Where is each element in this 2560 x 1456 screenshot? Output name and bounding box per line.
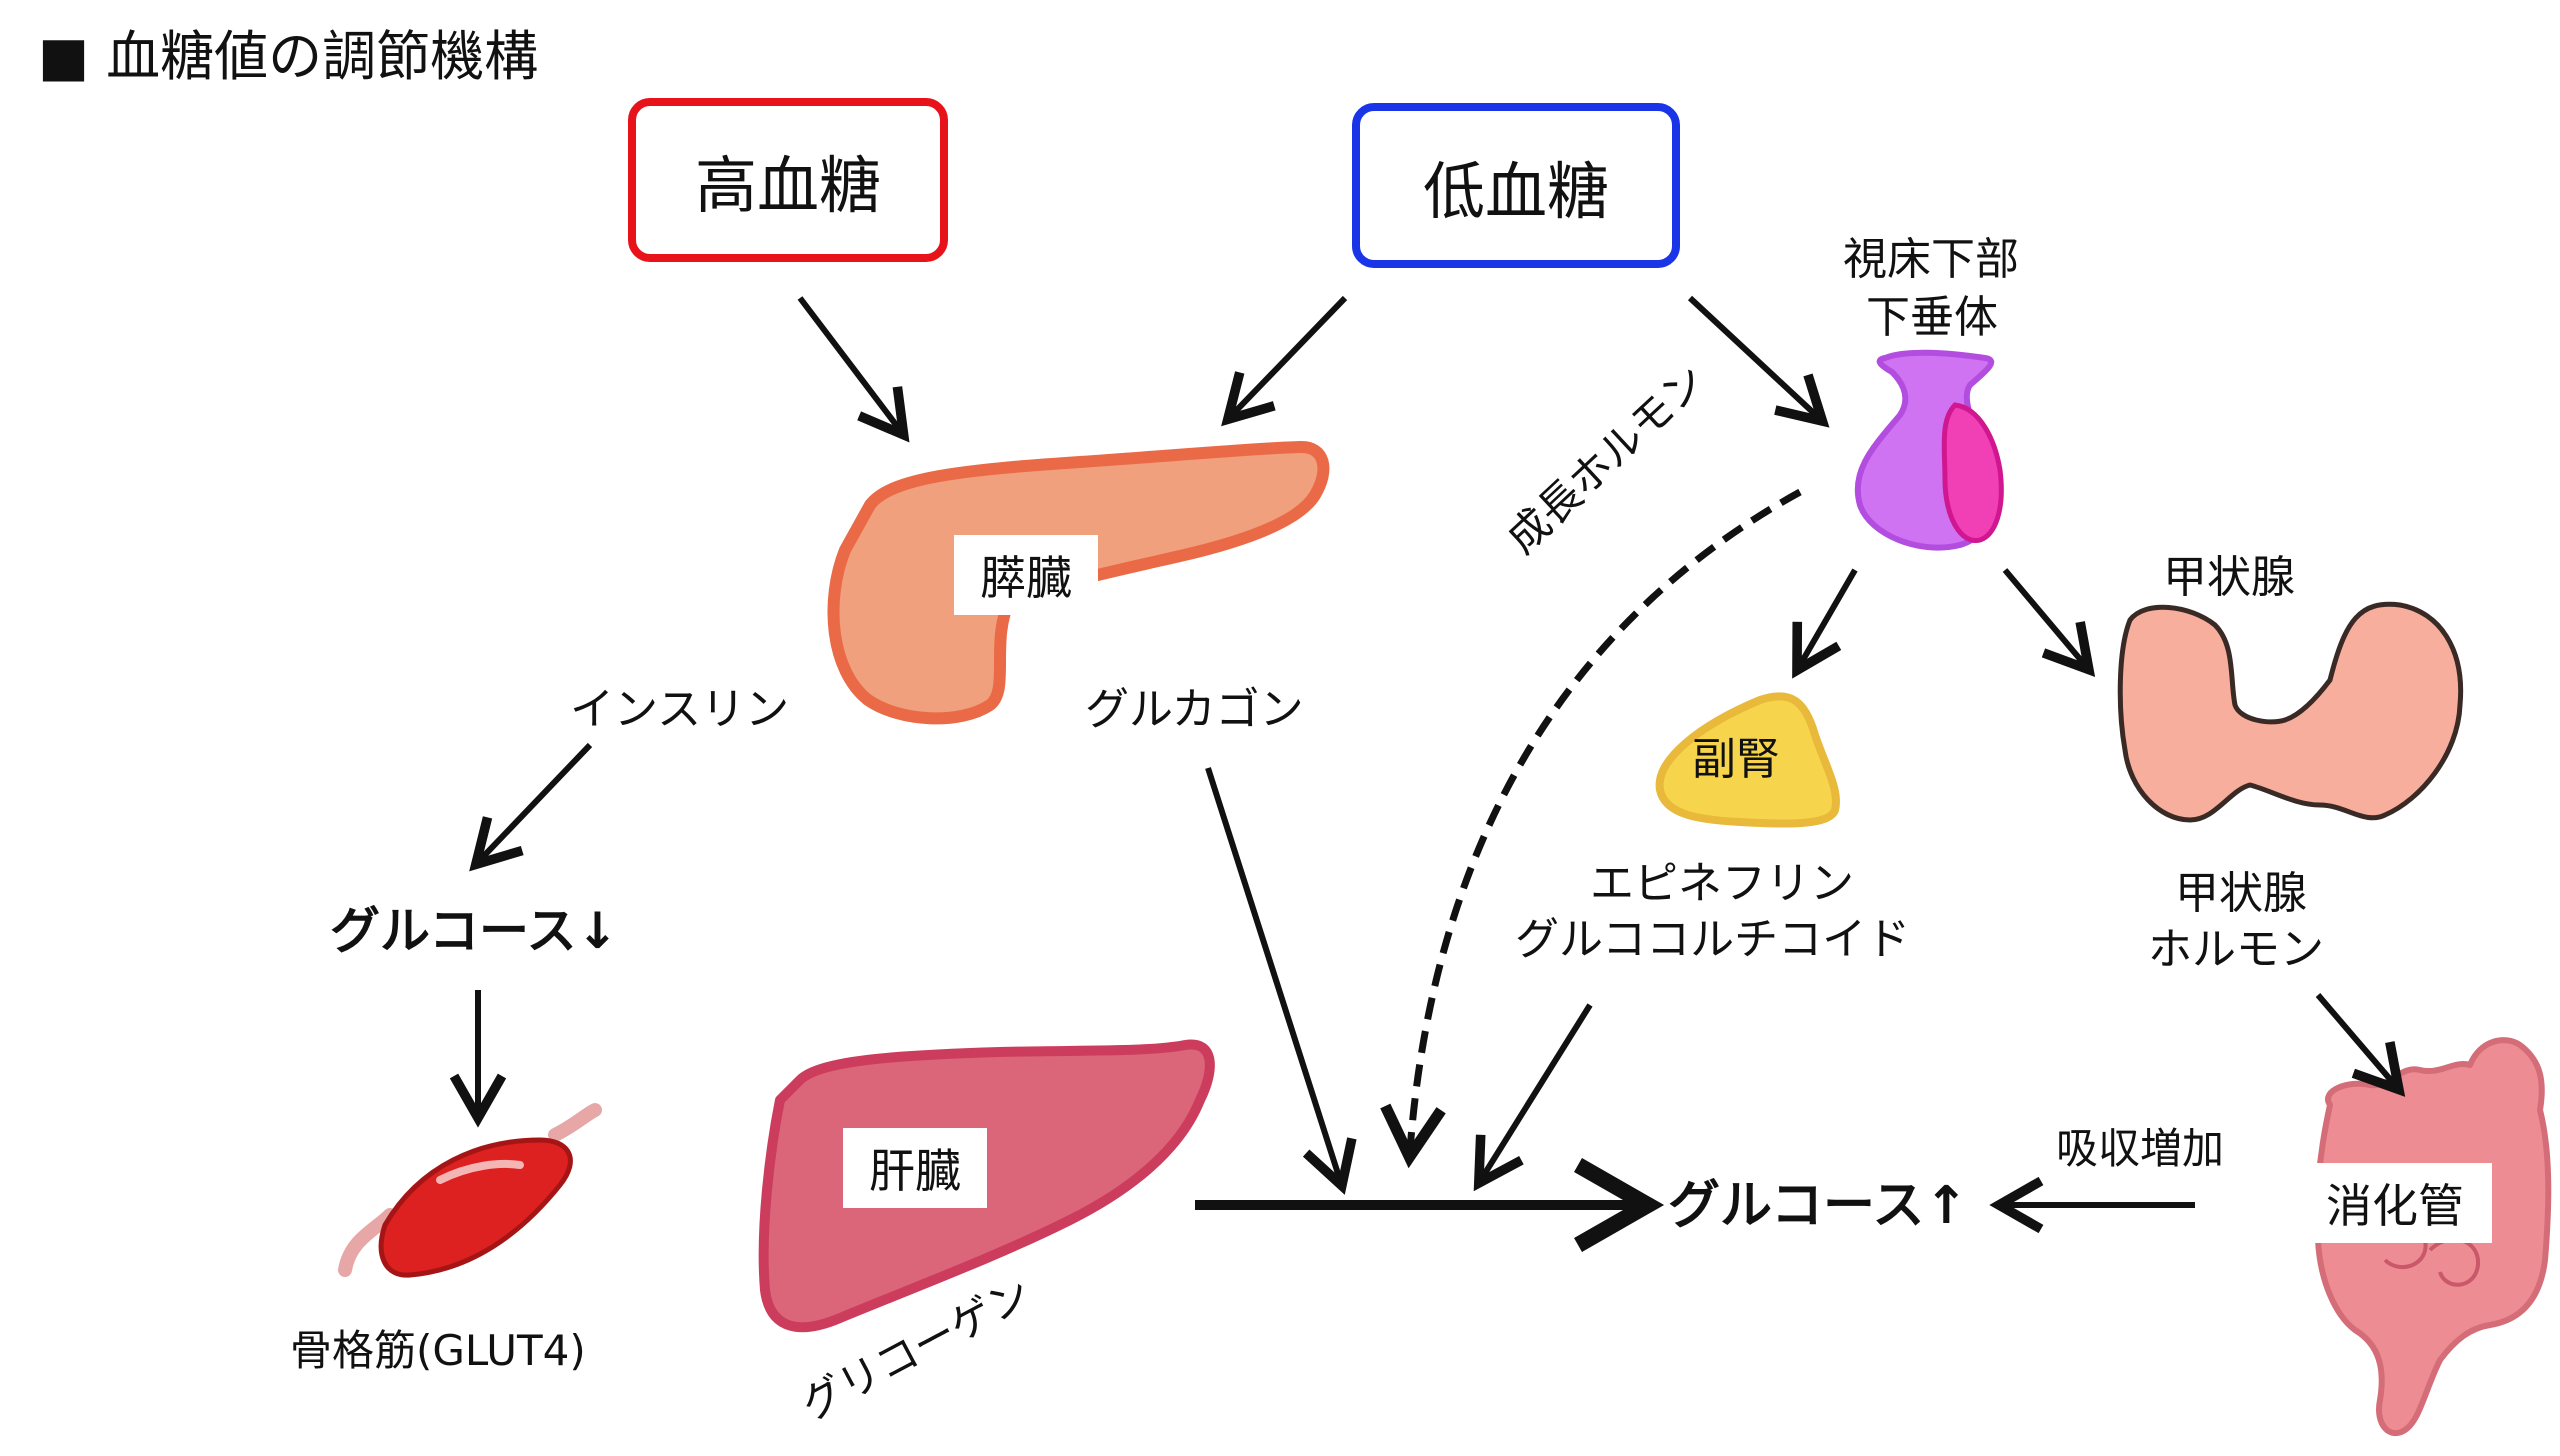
glucose-up-label: グルコース↑ — [1668, 1176, 1968, 1236]
arrow-high-to-pancreas — [797, 296, 910, 443]
pituitary-lobe-shape — [1941, 402, 2004, 543]
liver-label: 肝臓 — [843, 1128, 987, 1208]
arrow-growth-hormone-dashed — [1380, 488, 1802, 1169]
page-title: ■ 血糖値の調節機構 — [38, 25, 539, 88]
low-glucose-box: 低血糖 — [1352, 103, 1680, 268]
thyroid-label: 甲状腺 — [2163, 552, 2295, 603]
absorption-label: 吸収増加 — [2056, 1124, 2225, 1173]
hypothalamus-label: 視床下部 — [1843, 234, 2019, 285]
pancreas-shape — [827, 441, 1330, 725]
insulin-label: インスリン — [570, 684, 790, 735]
thyroid-hormone-line1: 甲状腺 — [2175, 868, 2307, 919]
glucagon-label: グルカゴン — [1085, 684, 1304, 735]
pituitary-label: 下垂体 — [1866, 292, 1998, 343]
adrenal-hormone-line2: グルココルチコイド — [1515, 914, 1911, 965]
arrow-pituitary-to-thyroid — [2002, 568, 2096, 677]
arrow-adrenal-to-glucose-up — [1473, 1003, 1593, 1192]
adrenal-label: 副腎 — [1692, 734, 1780, 785]
arrow-pituitary-to-adrenal — [1792, 568, 1858, 679]
adrenal-hormone-line1: エピネフリン — [1590, 858, 1854, 909]
adrenal-shape — [1655, 692, 1840, 828]
arrow-low-to-pancreas — [1221, 295, 1348, 427]
high-glucose-label: 高血糖 — [694, 149, 881, 222]
muscle-label: 骨格筋(GLUT4) — [290, 1326, 586, 1375]
low-glucose-label: 低血糖 — [1422, 154, 1609, 228]
glucose-down-label: グルコース↓ — [330, 902, 619, 960]
thyroid-hormone-line2: ホルモン — [2148, 924, 2324, 975]
high-glucose-box: 高血糖 — [628, 98, 948, 262]
thyroid-shape — [2117, 601, 2464, 823]
arrow-glucagon-to-glucose-up — [1205, 767, 1357, 1195]
muscle-shape — [338, 1103, 602, 1278]
arrow-low-to-pituitary — [1687, 295, 1830, 428]
pancreas-label: 膵臓 — [954, 535, 1098, 615]
arrow-insulin-to-glucose-down — [469, 742, 593, 872]
arrow-thyroid-to-intestine — [2315, 993, 2406, 1097]
liver-shape — [699, 1040, 790, 1100]
arrows — [449, 295, 2406, 1234]
intestine-label: 消化管 — [2298, 1163, 2492, 1243]
